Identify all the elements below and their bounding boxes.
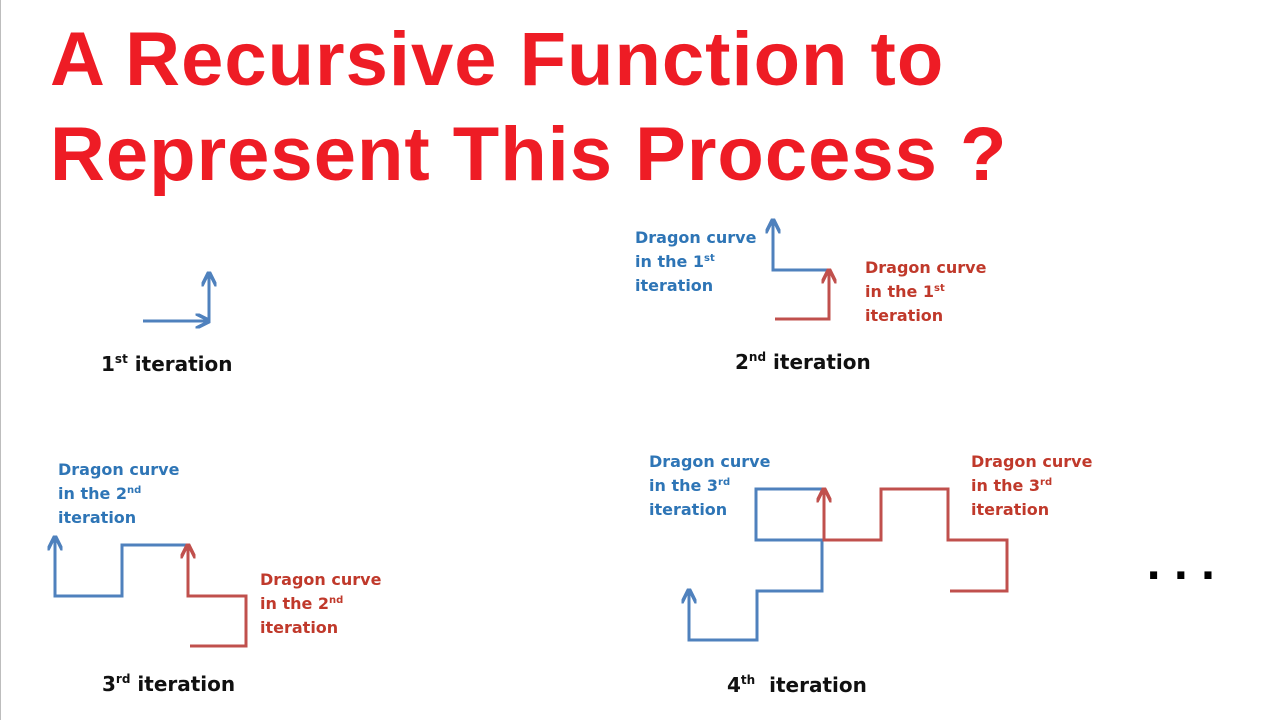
caption-ordinal: rd: [115, 672, 131, 686]
label-line: iteration: [971, 500, 1050, 519]
label-line: iteration: [865, 306, 944, 325]
iter4-red-label: Dragon curve in the 3rd iteration: [971, 450, 1092, 522]
label-line: Dragon curve: [260, 570, 382, 589]
label-line: Dragon curve: [971, 452, 1093, 471]
caption-number: 2: [735, 350, 749, 374]
iter4-blue-label: Dragon curve in the 3rd iteration: [649, 450, 770, 522]
label-line: iteration: [649, 500, 728, 519]
caption-ordinal: th: [740, 673, 756, 687]
caption-iteration-4: 4th iteration: [727, 673, 867, 697]
iter2-blue-curve: [773, 220, 829, 272]
iter4-blue-curve: [689, 487, 824, 642]
label-ordinal: nd: [329, 595, 344, 606]
caption-number: 4: [727, 673, 741, 697]
title-line-2: Represent This Process ?: [50, 112, 1008, 197]
label-ordinal: rd: [718, 477, 731, 488]
label-line: in the 2nd: [260, 592, 381, 616]
label-line: in the 1st: [865, 280, 986, 304]
iter3-blue-label: Dragon curve in the 2nd iteration: [58, 458, 179, 530]
label-ordinal: st: [934, 283, 945, 294]
label-line: Dragon curve: [58, 460, 180, 479]
caption-number: 3: [102, 672, 116, 696]
caption-iteration-1: 1st iteration: [101, 352, 233, 376]
title-line-1: A Recursive Function to: [50, 17, 945, 102]
continuation-ellipsis: ...: [1146, 543, 1228, 589]
caption-ordinal: st: [114, 352, 128, 366]
label-line: in the 1st: [635, 250, 756, 274]
caption-ordinal: nd: [748, 350, 767, 364]
iteration-1-curve: [143, 273, 209, 321]
caption-word: iteration: [137, 672, 236, 696]
label-line: Dragon curve: [649, 452, 771, 471]
label-text: in the 1: [635, 252, 705, 271]
label-ordinal: nd: [127, 485, 142, 496]
iter2-red-label: Dragon curve in the 1st iteration: [865, 256, 986, 328]
caption-number: 1: [101, 352, 115, 376]
caption-iteration-3: 3rd iteration: [102, 672, 235, 696]
iter3-blue-curve: [55, 537, 188, 598]
label-line: iteration: [58, 508, 137, 527]
label-text: in the 2: [58, 484, 128, 503]
label-text: in the 2: [260, 594, 330, 613]
label-text: in the 3: [971, 476, 1041, 495]
label-line: iteration: [635, 276, 714, 295]
label-ordinal: st: [704, 253, 715, 264]
left-edge-rule: [0, 0, 1, 720]
caption-word: iteration: [134, 352, 233, 376]
label-line: Dragon curve: [865, 258, 987, 277]
iteration-4-curve: [689, 487, 1009, 642]
iter3-red-curve: [188, 545, 248, 648]
label-line: in the 2nd: [58, 482, 179, 506]
label-line: iteration: [260, 618, 339, 637]
label-text: in the 1: [865, 282, 935, 301]
label-line: in the 3rd: [971, 474, 1092, 498]
label-text: in the 3: [649, 476, 719, 495]
caption-word: iteration: [769, 673, 867, 697]
iter2-red-curve: [775, 270, 829, 321]
iter3-red-label: Dragon curve in the 2nd iteration: [260, 568, 381, 640]
iteration-3-curve: [55, 537, 248, 648]
iter2-blue-label: Dragon curve in the 1st iteration: [635, 226, 756, 298]
caption-iteration-2: 2nd iteration: [735, 350, 871, 374]
iteration-2-curve: [773, 220, 829, 321]
label-line: Dragon curve: [635, 228, 757, 247]
label-line: in the 3rd: [649, 474, 770, 498]
label-ordinal: rd: [1040, 477, 1053, 488]
iter4-red-curve: [824, 487, 1009, 593]
caption-word: iteration: [773, 350, 871, 374]
